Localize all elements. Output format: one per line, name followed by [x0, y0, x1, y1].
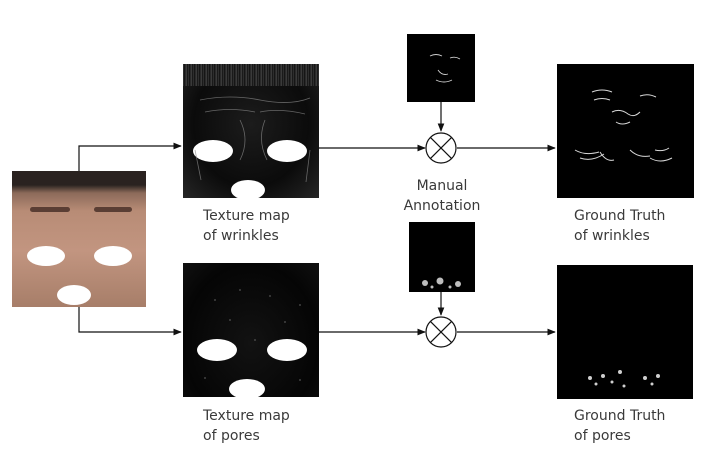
nose-mask — [229, 379, 265, 397]
arrow-face-to-pore-texture — [78, 307, 182, 336]
label-texture-map-pores: Texture map of pores — [203, 406, 290, 446]
face-eyebrow-left — [30, 207, 70, 212]
texture-map-pores — [183, 263, 319, 397]
eye-mask-left — [27, 246, 65, 266]
eye-mask-left — [197, 339, 237, 361]
eye-mask-right — [94, 246, 132, 266]
face-eyebrow-right — [94, 207, 132, 212]
label-line-2: Annotation — [403, 198, 481, 214]
label-line-1: Manual — [416, 178, 468, 194]
arrow-face-to-wrinkle-texture — [78, 142, 182, 171]
input-face-photo — [12, 171, 146, 307]
nose-mask — [231, 180, 265, 198]
label-line-1: Ground Truth — [574, 208, 666, 224]
label-line-1: Ground Truth — [574, 408, 666, 424]
label-texture-map-wrinkles: Texture map of wrinkles — [203, 206, 290, 246]
multiply-node-wrinkles-icon — [425, 132, 457, 164]
eye-mask-right — [267, 339, 307, 361]
texture-map-wrinkles — [183, 64, 319, 198]
label-line-1: Texture map — [203, 208, 290, 224]
texture-hairline — [183, 64, 319, 86]
label-ground-truth-wrinkles: Ground Truth of wrinkles — [574, 206, 665, 246]
annotation-pore-dots — [422, 277, 461, 289]
label-line-2: of wrinkles — [574, 228, 650, 244]
annotation-patch-wrinkles — [407, 34, 475, 102]
texture-pore-dots — [204, 289, 301, 381]
eye-mask-right — [267, 140, 307, 162]
label-line-1: Texture map — [203, 408, 290, 424]
ground-truth-pores — [557, 265, 693, 399]
label-line-2: of pores — [203, 428, 260, 444]
multiply-node-pores-icon — [425, 316, 457, 348]
annotation-wrinkle-strokes — [429, 54, 461, 83]
label-line-2: of wrinkles — [203, 228, 279, 244]
label-manual-annotation: Manual Annotation — [390, 176, 494, 216]
nose-mask — [57, 285, 91, 305]
ground-truth-wrinkles — [557, 64, 694, 198]
label-ground-truth-pores: Ground Truth of pores — [574, 406, 665, 446]
gt-wrinkle-strokes — [574, 89, 673, 162]
gt-pore-dots — [588, 370, 660, 388]
eye-mask-left — [193, 140, 233, 162]
texture-wrinkle-lines — [194, 96, 311, 183]
label-line-2: of pores — [574, 428, 631, 444]
